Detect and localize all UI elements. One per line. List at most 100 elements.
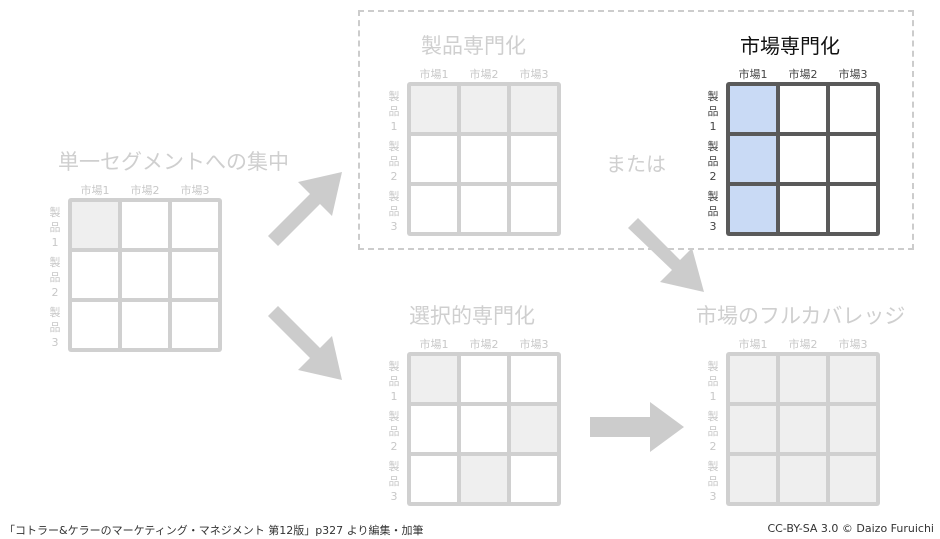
row-header: 品 [707, 105, 719, 118]
matrix-cell [411, 456, 457, 502]
matrix-cell [830, 86, 876, 132]
matrix-cell [411, 356, 457, 402]
row-header: 品 [707, 205, 719, 218]
row-header: 品 [388, 475, 400, 488]
row-header: 製 [388, 460, 400, 473]
row-header: 品 [49, 321, 61, 334]
matrix-cell [830, 456, 876, 502]
column-header: 市場3 [838, 338, 868, 351]
row-header: 1 [709, 390, 717, 403]
row-header: 2 [390, 440, 398, 453]
matrix-cell [830, 186, 876, 232]
row-header: 製 [707, 460, 719, 473]
row-header: 2 [390, 170, 398, 183]
panel-title: 単一セグメントへの集中 [58, 150, 289, 174]
row-header: 製 [388, 190, 400, 203]
row-header: 3 [51, 336, 59, 349]
matrix-cell [122, 302, 168, 348]
matrix-cell [511, 356, 557, 402]
matrix-cell [461, 456, 507, 502]
row-header: 3 [709, 220, 717, 233]
arrow-down-right [268, 306, 342, 380]
matrix-cell [172, 302, 218, 348]
matrix-cell [411, 406, 457, 452]
arrow-down-right-2 [628, 218, 704, 292]
row-header: 品 [388, 105, 400, 118]
matrix-cell [730, 356, 776, 402]
matrix-cell [511, 86, 557, 132]
license-note: CC-BY-SA 3.0 © Daizo Furuichi [767, 522, 934, 535]
matrix-cell [780, 136, 826, 182]
row-header: 製 [49, 306, 61, 319]
matrix-cell [730, 136, 776, 182]
row-header: 品 [388, 155, 400, 168]
matrix-cell [730, 186, 776, 232]
matrix-cell [172, 202, 218, 248]
matrix-cell [730, 86, 776, 132]
alternatives-dashed-box [358, 10, 914, 250]
matrix-cell [780, 356, 826, 402]
row-header: 品 [388, 425, 400, 438]
row-header: 品 [707, 155, 719, 168]
row-header: 製 [707, 90, 719, 103]
row-header: 製 [49, 206, 61, 219]
matrix-cell [780, 406, 826, 452]
column-header: 市場2 [469, 68, 499, 81]
arrow-right [590, 402, 684, 452]
matrix-cell [72, 252, 118, 298]
panel-title: 市場専門化 [740, 34, 840, 58]
row-header: 3 [709, 490, 717, 503]
column-header: 市場3 [519, 68, 549, 81]
column-header: 市場3 [838, 68, 868, 81]
row-header: 製 [707, 410, 719, 423]
matrix-cell [511, 186, 557, 232]
row-header: 製 [707, 140, 719, 153]
source-note: 「コトラー&ケラーのマーケティング・マネジメント 第12版」p327 より編集・… [4, 524, 424, 537]
column-header: 市場3 [180, 184, 210, 197]
matrix-cell [830, 136, 876, 182]
row-header: 品 [49, 221, 61, 234]
row-header: 1 [709, 120, 717, 133]
column-header: 市場2 [130, 184, 160, 197]
matrix-cell [730, 406, 776, 452]
row-header: 3 [390, 220, 398, 233]
row-header: 品 [388, 375, 400, 388]
matrix-cell [72, 302, 118, 348]
matrix-cell [122, 252, 168, 298]
matrix-cell [780, 456, 826, 502]
column-header: 市場1 [80, 184, 110, 197]
row-header: 製 [707, 190, 719, 203]
row-header: 製 [388, 140, 400, 153]
matrix-cell [411, 136, 457, 182]
row-header: 製 [707, 360, 719, 373]
column-header: 市場2 [788, 338, 818, 351]
row-header: 製 [49, 256, 61, 269]
matrix-grid [726, 82, 880, 236]
column-header: 市場1 [738, 338, 768, 351]
column-header: 市場2 [469, 338, 499, 351]
matrix-grid [726, 352, 880, 506]
row-header: 1 [390, 390, 398, 403]
matrix-cell [511, 456, 557, 502]
panel-title: 選択的専門化 [409, 304, 535, 328]
column-header: 市場1 [419, 68, 449, 81]
row-header: 製 [388, 90, 400, 103]
row-header: 2 [709, 440, 717, 453]
column-header: 市場2 [788, 68, 818, 81]
matrix-cell [172, 252, 218, 298]
panel-title: 市場のフルカバレッジ [696, 304, 906, 328]
matrix-cell [730, 456, 776, 502]
column-header: 市場1 [738, 68, 768, 81]
row-header: 品 [707, 375, 719, 388]
matrix-grid [407, 82, 561, 236]
matrix-grid [407, 352, 561, 506]
matrix-cell [72, 202, 118, 248]
matrix-cell [461, 186, 507, 232]
row-header: 品 [707, 425, 719, 438]
row-header: 3 [390, 490, 398, 503]
